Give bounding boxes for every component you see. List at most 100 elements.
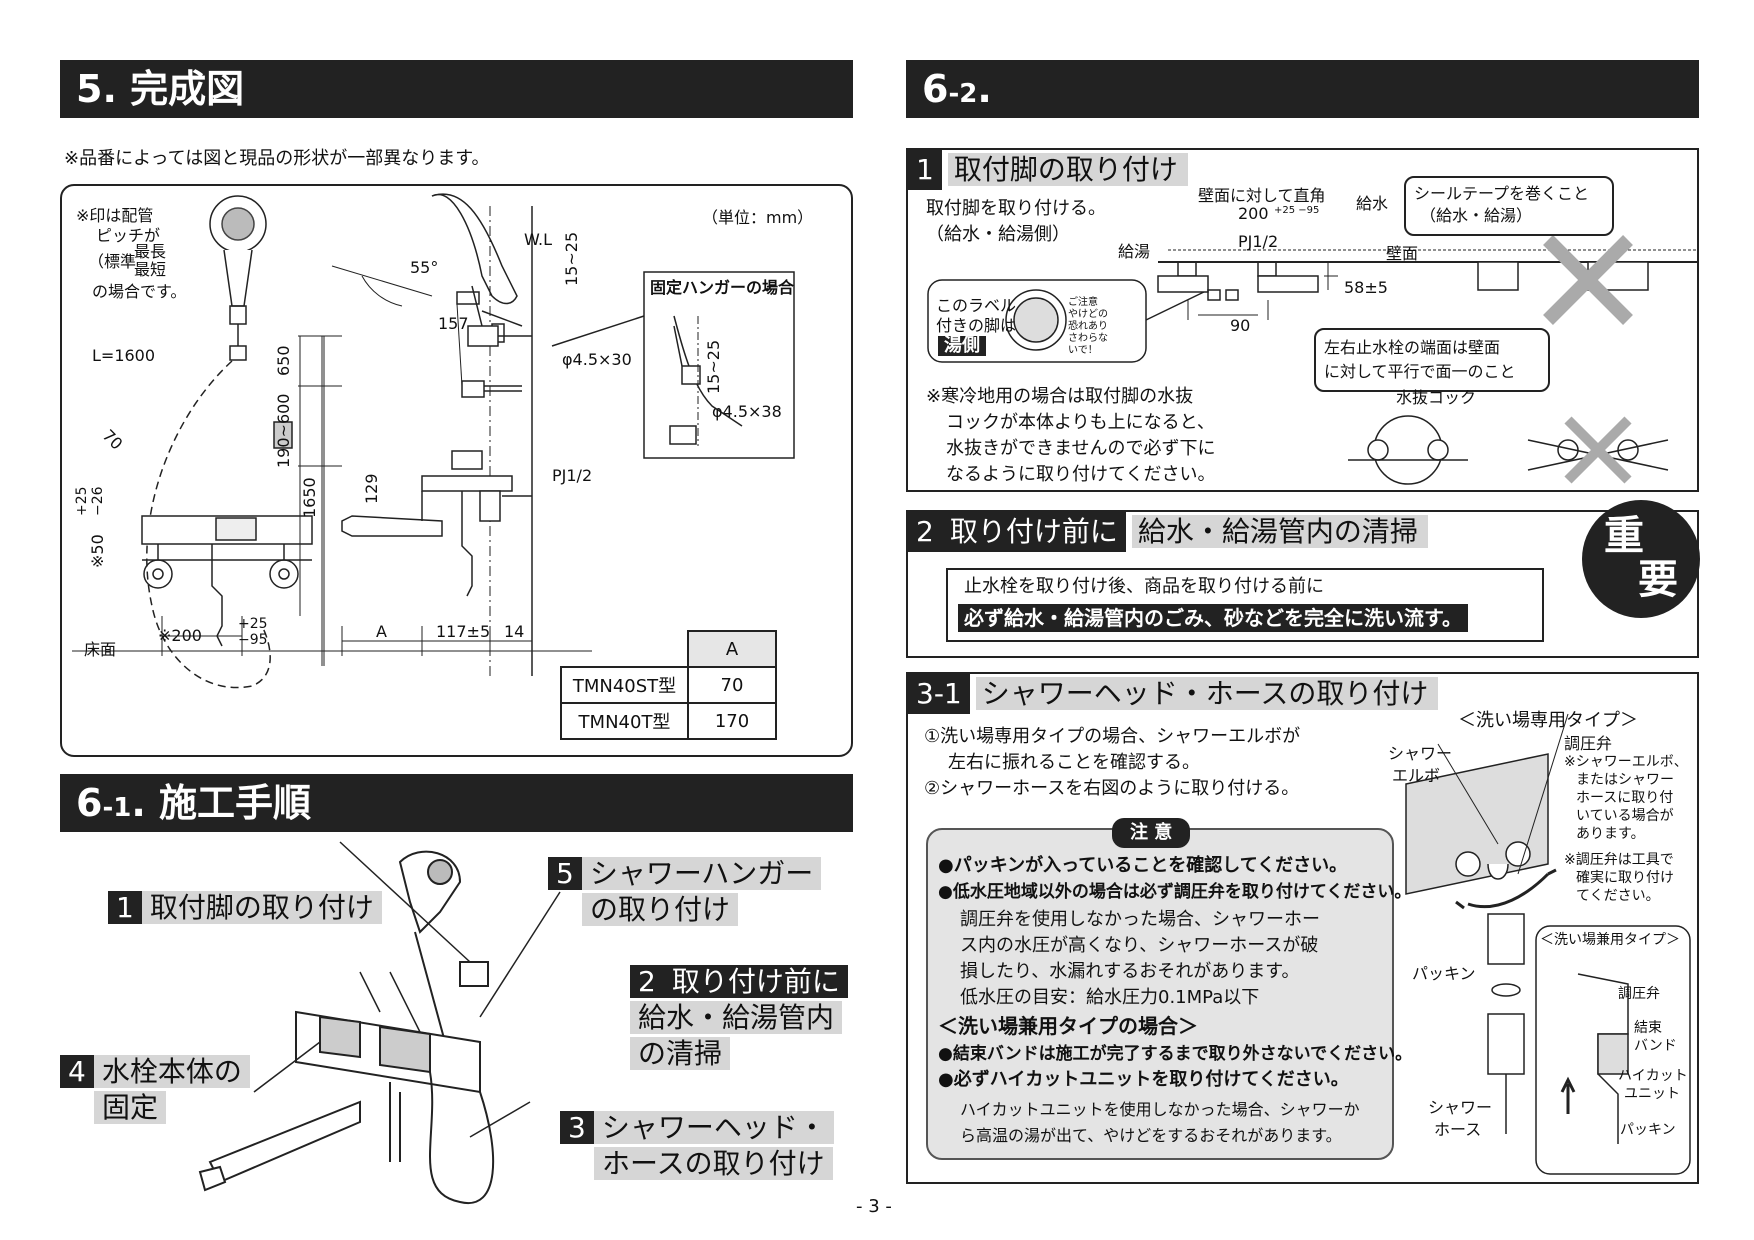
dim-90: 90: [1230, 316, 1251, 335]
box-1-number: 1: [908, 150, 942, 190]
step-1-text: 取付脚の取り付け: [141, 891, 382, 924]
section-6-2-title-main: 6: [922, 67, 949, 111]
section-6-2-header: 6-2.: [906, 60, 1699, 118]
valve-note-5: あります。: [1576, 826, 1645, 842]
table-row: TMN40T型 170: [560, 702, 777, 740]
step-2-line3: の清掃: [630, 1037, 731, 1070]
hicut-label-2: ユニット: [1624, 1086, 1680, 1102]
elbow-label-1: シャワー: [1388, 744, 1453, 763]
caution-line-11: ら高温の湯が出て、やけどをするおそれがあります。: [960, 1126, 1342, 1145]
sticker-text-5: いで！: [1068, 345, 1098, 356]
pj-label: PJ1/2: [1238, 232, 1279, 251]
hose-diagram: [1405, 713, 1691, 1175]
valve-note-7: 確実に取り付け: [1576, 870, 1674, 886]
sticker-text-1: ご注意: [1068, 297, 1098, 308]
section-5-header: 5. 完成図: [60, 60, 853, 118]
section-6-1-title-rest: . 施工手順: [131, 781, 312, 825]
clean-line-1: 止水栓を取り付け後、商品を取り付ける前に: [964, 576, 1324, 597]
dim-l1600: L=1600: [92, 346, 156, 365]
shape-note: ※品番によっては図と現品の形状が一部異なります。: [64, 148, 490, 169]
page-number: - 3 -: [856, 1196, 892, 1217]
box-1-title: 取付脚の取り付け: [947, 153, 1188, 186]
pitch-note-6: の場合です。: [92, 282, 187, 301]
box-1-text-1: 取付脚を取り付ける。: [926, 198, 1106, 219]
dim-200-tol-up: +25: [238, 616, 268, 632]
type-a-label: ＜洗い場専用タイプ＞: [1458, 710, 1638, 731]
wall-label: 壁面: [1386, 244, 1419, 263]
dim-58: 58±5: [1344, 278, 1388, 297]
step-2-line1: 取り付け前に: [663, 965, 848, 998]
wall-note-callout: 左右止水栓の端面は壁面 に対して平行で面一のこと: [1314, 328, 1550, 392]
section-6-1-title-main: 6: [76, 781, 103, 825]
pitch-note-2: ピッチが: [96, 226, 161, 245]
valve-note-8: てください。: [1576, 888, 1660, 904]
section-6-1-title-sub: -1: [102, 793, 132, 823]
caution-line-4: ス内の水圧が高くなり、シャワーホースが破: [960, 935, 1319, 956]
dim-129: 129: [362, 473, 381, 504]
pitch-note-4: 最長: [134, 242, 167, 261]
caution-line-8: ●結束バンドは施工が完了するまで取り外さないでください。: [938, 1044, 1413, 1064]
right-angle-label: 壁面に対して直角: [1198, 186, 1326, 205]
wall-note-2: に対して平行で面一のこと: [1324, 362, 1516, 381]
valve-note-1: ※シャワーエルボ、: [1564, 754, 1688, 770]
dim-14: 14: [504, 622, 525, 641]
caution-line-9: ●必ずハイカットユニットを取り付けてください。: [938, 1069, 1349, 1090]
step-2-line2: 給水・給湯管内: [630, 1001, 843, 1034]
label-note-2: 付きの脚は: [936, 316, 1017, 335]
dim-157: 157: [438, 314, 469, 333]
box-2-title-a: 取り付け前に: [941, 512, 1126, 552]
dim-650: 650: [274, 345, 293, 376]
step-4-line2: 固定: [94, 1091, 167, 1124]
important-badge: 重 要: [1582, 500, 1700, 618]
table-row: TMN40ST型 70: [560, 666, 777, 704]
dim-15-25: 15~25: [562, 231, 581, 286]
dim-1650: 1650: [300, 477, 319, 518]
dim-50-tol-dn: −26: [90, 486, 106, 516]
valve-note-6: ※調圧弁は工具で: [1564, 852, 1674, 868]
pitch-note-5: 最短: [134, 260, 167, 279]
seal-tape-callout: シールテープを巻くこと （給水・給湯）: [1404, 176, 1614, 236]
label-note-1: このラベル: [936, 296, 1017, 315]
type-b-label: ＜洗い場兼用タイプ＞: [1540, 932, 1680, 948]
model-name: TMN40T型: [560, 702, 689, 740]
step-1-number: 1: [108, 891, 142, 924]
section-6-2-title-rest: .: [977, 67, 992, 111]
elbow-label-2: エルボ: [1392, 766, 1441, 785]
dim-200-label: 200: [1238, 204, 1269, 223]
dim-190-600: 190~600: [274, 393, 293, 468]
cold-note-4: なるように取り付けてください。: [946, 464, 1216, 485]
packing-b-label: パッキン: [1620, 1122, 1676, 1138]
completion-drawing: [72, 193, 795, 689]
dim-50-tol-up: +25: [74, 486, 90, 516]
dim-200: ※200: [158, 626, 202, 645]
caution-line-6: 低水圧の目安：給水圧力0.1MPa以下: [960, 987, 1260, 1008]
step-4-number: 4: [60, 1055, 94, 1088]
pitch-note-1: ※印は配管: [76, 206, 154, 225]
dim-pj: PJ1/2: [552, 466, 593, 485]
supply-label: 給水: [1356, 194, 1389, 213]
section-6-1-header: 6-1. 施工手順: [60, 774, 853, 832]
drain-cock-label: 水抜コック: [1396, 388, 1477, 407]
hanger-15-25: 15~25: [704, 339, 723, 394]
unit-label: （単位：mm）: [702, 208, 814, 227]
hose-step-1: ①洗い場専用タイプの場合、シャワーエルボが: [924, 726, 1301, 747]
hot-side-badge: 湯側: [938, 336, 986, 356]
step-4-line1: 水栓本体の: [93, 1055, 250, 1088]
caution-line-3: 調圧弁を使用しなかった場合、シャワーホー: [960, 909, 1320, 930]
model-table: A TMN40ST型 70 TMN40T型 170: [560, 630, 777, 740]
hose-label-2: ホース: [1434, 1120, 1482, 1139]
hose-step-1b: 左右に振れることを確認する。: [948, 752, 1200, 773]
valve-note-2: またはシャワー: [1576, 772, 1674, 788]
seal-tape-1: シールテープを巻くこと: [1414, 184, 1590, 203]
step-2-number: 2: [630, 965, 664, 998]
dim-A: A: [376, 622, 387, 641]
step-3-line1: シャワーヘッド・: [593, 1111, 834, 1144]
caution-line-10: ハイカットユニットを使用しなかった場合、シャワーか: [960, 1100, 1360, 1119]
hot-label: 給湯: [1118, 242, 1151, 261]
